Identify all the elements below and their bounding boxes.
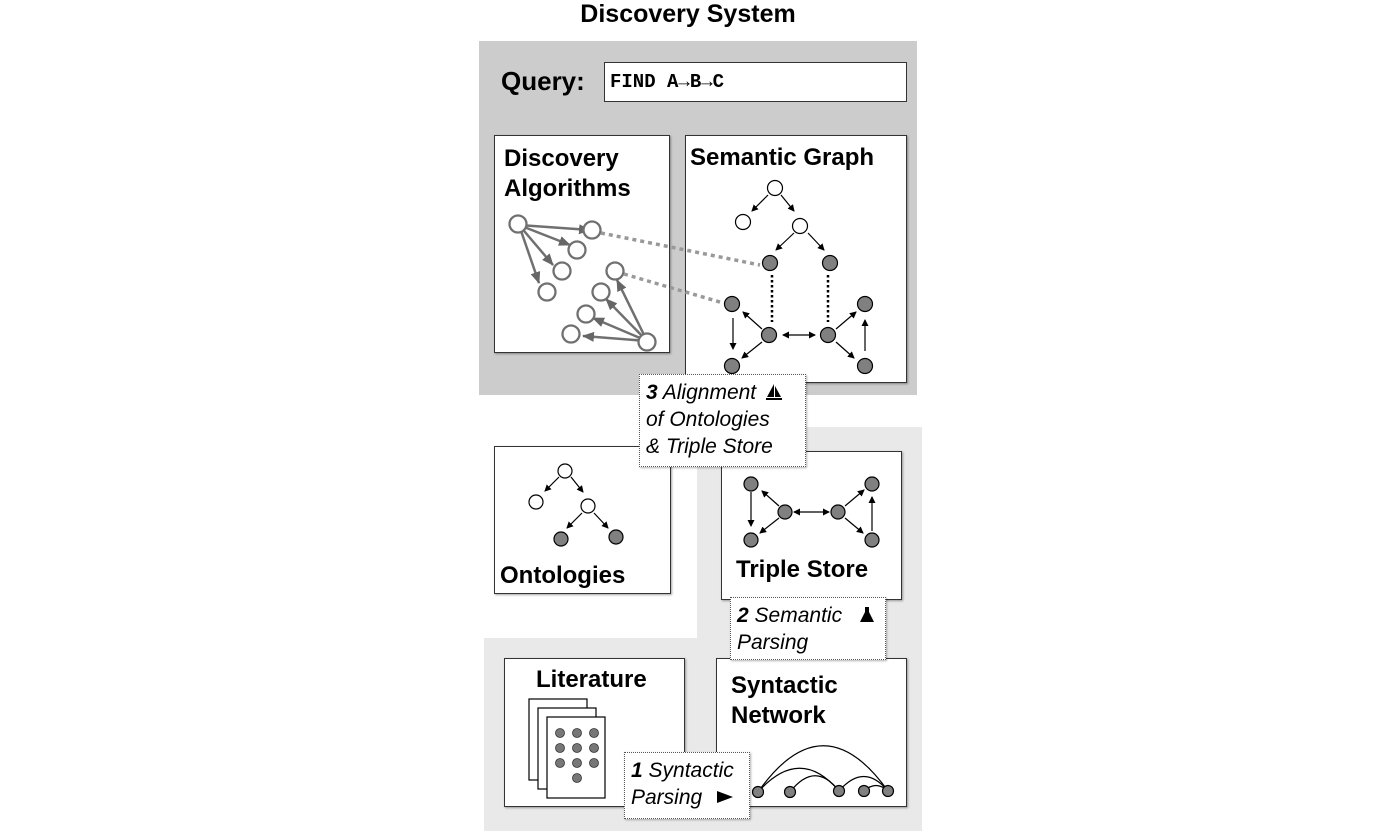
- semantic-graph-panel: Semantic Graph: [685, 135, 907, 383]
- discovery-algorithms-title-line1: Discovery: [504, 145, 619, 172]
- ontology-nodes: [528, 463, 624, 547]
- syntactic-nodes: [751, 784, 895, 799]
- sailboat-icon: [765, 384, 782, 400]
- graph-node: [760, 326, 778, 344]
- syntactic-node: [881, 784, 895, 798]
- graph-node: [761, 254, 779, 272]
- semantic-graph-nodes: [723, 179, 874, 375]
- ontology-node: [553, 531, 569, 547]
- algorithm-nodes: [508, 214, 657, 352]
- triple-node: [743, 532, 759, 548]
- right-triangle-icon: [717, 791, 734, 803]
- ontology-node: [557, 463, 573, 479]
- step-syntactic-number: 1: [631, 759, 643, 782]
- step-syntactic-line2: Parsing: [631, 786, 703, 809]
- triple-store-graph: [747, 489, 876, 534]
- algorithm-graph: [517, 223, 649, 343]
- graph-node: [723, 357, 741, 375]
- triple-node: [864, 532, 880, 548]
- step-alignment-label: 3 Alignment of Ontologies & Triple Store: [639, 374, 806, 467]
- semantic-graph-title: Semantic Graph: [690, 144, 875, 171]
- algo-node: [637, 332, 657, 352]
- step-alignment-line2: of Ontologies: [646, 408, 770, 431]
- graph-node: [766, 179, 784, 197]
- algo-node: [508, 214, 528, 234]
- query-input[interactable]: FIND A→B→C: [604, 62, 907, 102]
- step-semantic-line1: Semantic: [754, 604, 843, 627]
- syntactic-node: [857, 784, 871, 798]
- diagram-title: Discovery System: [580, 0, 796, 28]
- step-syntactic-parsing-label: 1 Syntactic Parsing: [624, 752, 750, 819]
- syntactic-node: [783, 785, 797, 799]
- syntactic-network-title: Syntactic Network: [731, 671, 838, 731]
- syntactic-network-title-line2: Network: [731, 702, 826, 729]
- graph-node: [791, 217, 809, 235]
- literature-title: Literature: [536, 666, 647, 693]
- syntactic-network-title-line1: Syntactic: [731, 672, 838, 699]
- ontology-tree: [544, 476, 609, 529]
- semantic-graph: [729, 194, 869, 359]
- ontology-node: [528, 494, 544, 510]
- triple-store-nodes: [743, 476, 880, 548]
- ontologies-title: Ontologies: [500, 562, 626, 589]
- triple-node: [830, 504, 846, 520]
- graph-node: [821, 254, 839, 272]
- algo-node: [605, 261, 625, 281]
- algo-node: [591, 282, 611, 302]
- up-triangle-icon: [859, 607, 874, 622]
- triple-node: [864, 476, 880, 492]
- algo-node: [561, 324, 581, 344]
- step-alignment-line3: & Triple Store: [646, 435, 773, 458]
- triple-node: [777, 504, 793, 520]
- graph-node: [723, 295, 741, 313]
- step-alignment-number: 3: [646, 381, 658, 404]
- syntactic-node: [751, 785, 765, 799]
- alignment-links: [600, 231, 761, 305]
- graph-node: [856, 357, 874, 375]
- ontology-node: [608, 529, 624, 545]
- ontology-node: [580, 498, 596, 514]
- step-semantic-line2: Parsing: [737, 631, 809, 654]
- discovery-algorithms-title-line2: Algorithms: [504, 175, 631, 202]
- query-label: Query:: [501, 66, 585, 96]
- algo-node: [552, 261, 572, 281]
- ontologies-panel: Ontologies: [494, 446, 671, 594]
- syntactic-arcs: [757, 745, 889, 793]
- algo-node: [576, 304, 596, 324]
- step-alignment-line1: Alignment: [662, 381, 757, 404]
- step-semantic-parsing-label: 2 Semantic Parsing: [730, 597, 886, 660]
- triple-node: [743, 476, 759, 492]
- graph-node: [734, 213, 752, 231]
- syntactic-node: [832, 784, 846, 798]
- discovery-algorithms-title: Discovery Algorithms: [504, 144, 631, 204]
- step-syntactic-line1: Syntactic: [648, 759, 734, 782]
- graph-node: [856, 295, 874, 313]
- graph-node: [819, 326, 837, 344]
- triple-store-title: Triple Store: [736, 556, 869, 583]
- document-dots: [555, 728, 599, 783]
- algo-node: [582, 220, 602, 240]
- step-semantic-number: 2: [737, 604, 749, 627]
- algo-node: [537, 282, 557, 302]
- algo-node: [567, 240, 587, 260]
